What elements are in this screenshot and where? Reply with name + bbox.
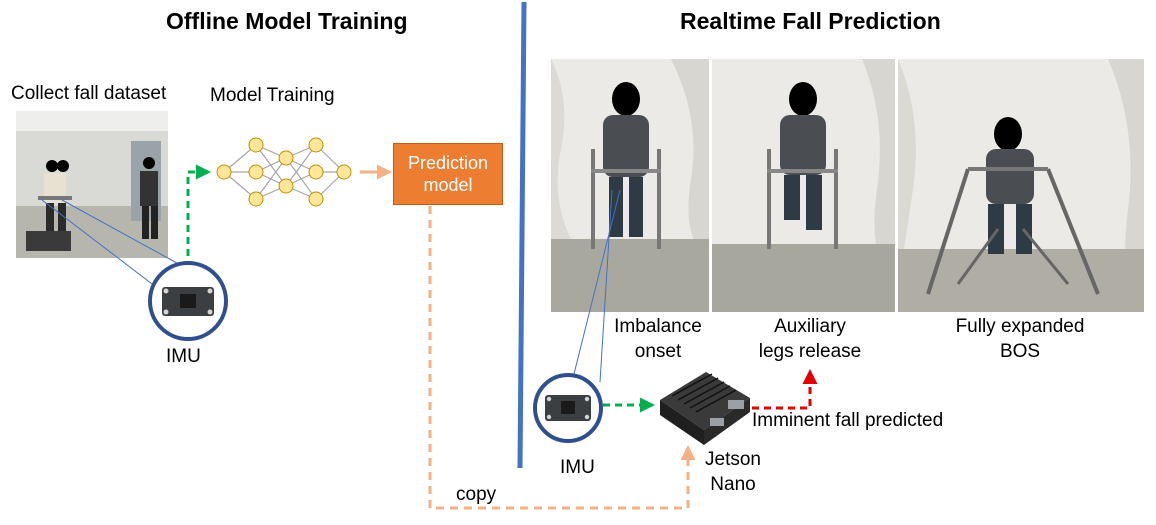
phase-line1: Auxiliary [774, 316, 846, 337]
collect-dataset-label: Collect fall dataset [11, 83, 167, 104]
jetson-nano-icon [660, 372, 750, 445]
imu-left-label: IMU [166, 346, 201, 367]
fully-expanded-photo [898, 59, 1144, 312]
phase-line2: legs release [758, 340, 862, 362]
phase-line2: BOS [999, 340, 1041, 362]
prediction-line2: model [423, 175, 473, 195]
trigger-release-arrow [752, 369, 818, 410]
phase-line1: Imbalance [614, 316, 702, 337]
copy-arrow [428, 206, 696, 510]
phase-label-imbalance: Imbalance onset [598, 315, 718, 364]
imbalance-onset-photo [551, 59, 709, 312]
dataset-collection-photo [16, 111, 168, 258]
auxiliary-legs-photo [712, 59, 895, 312]
data-flow-arrow [186, 164, 211, 268]
prediction-model-box: Prediction model [393, 143, 503, 205]
imu-right-icon [533, 373, 603, 443]
realtime-prediction-title: Realtime Fall Prediction [680, 8, 941, 34]
offline-training-title: Offline Model Training [166, 8, 408, 34]
copy-label: copy [456, 484, 497, 505]
phase-label-expanded: Fully expanded BOS [940, 315, 1100, 364]
imu-left-icon [148, 261, 228, 341]
imu-right-label: IMU [560, 457, 595, 478]
section-divider [517, 1, 527, 469]
phase-line1: Fully expanded [955, 316, 1085, 337]
jetson-nano-label: Jetson Nano [700, 448, 766, 497]
jetson-line2: Nano [710, 473, 756, 495]
phase-line2: onset [634, 340, 682, 362]
prediction-line1: Prediction [407, 152, 489, 173]
jetson-line1: Jetson [705, 449, 761, 470]
imminent-fall-label: Imminent fall predicted [752, 410, 944, 431]
model-training-label: Model Training [210, 85, 335, 106]
neural-network-icon [216, 137, 352, 207]
phase-label-auxiliary: Auxiliary legs release [740, 315, 880, 364]
